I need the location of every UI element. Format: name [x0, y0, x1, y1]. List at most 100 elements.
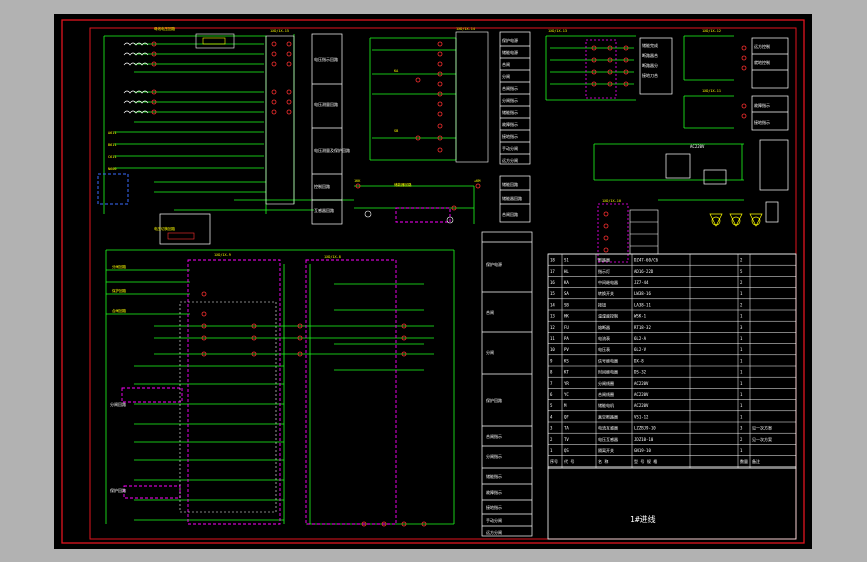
svg-text:接地指示: 接地指示 — [754, 119, 770, 125]
bom-header-qty: 数量 — [740, 458, 748, 464]
bom-cell-qty: 3 — [740, 426, 743, 431]
bom-cell-name: 熔断器 — [598, 324, 610, 330]
title-block-name: 1#进线 — [630, 514, 656, 524]
protection-side-labels: 分闸回路 保护回路 — [110, 401, 126, 493]
svg-text:1XD/1X-13: 1XD/1X-13 — [548, 29, 567, 33]
control-circuit-terminals — [355, 41, 481, 211]
bom-cell-name: 真空断路器 — [598, 413, 618, 419]
svg-text:保护回路: 保护回路 — [110, 487, 126, 493]
control-terminal-strip — [364, 31, 489, 224]
protection-white-dashed — [179, 301, 277, 513]
bom-header-model: 型 号 规 格 — [634, 458, 657, 464]
left-label-column — [311, 33, 343, 225]
svg-text:保护电源: 保护电源 — [486, 261, 502, 267]
bom-cell-name: 温湿度控制 — [598, 313, 618, 319]
svg-text:母线电压回路: 母线电压回路 — [154, 26, 175, 31]
bom-cell-no: 13 — [550, 314, 555, 319]
svg-text:1XD/1X-15: 1XD/1X-15 — [270, 29, 289, 33]
protection-dashed-frames — [121, 259, 397, 525]
bom-cell-no: 4 — [550, 414, 553, 419]
bom-cell-model: VS1-12 — [634, 414, 649, 419]
signal-tiny-labels: 1XD/1X-13 1XD/1X-12 1XD/1X-11 — [548, 29, 721, 93]
bom-cell-model: RT18-32 — [634, 325, 651, 330]
svg-text:手动分闸: 手动分闸 — [486, 517, 502, 523]
bom-cell-no: 1 — [550, 448, 553, 453]
bom-cell-no: 7 — [550, 381, 553, 386]
bom-cell-name: 分闸线圈 — [598, 380, 614, 386]
bom-cell-name: 断路器 — [598, 257, 610, 263]
bom-cell-name: 指示灯 — [598, 268, 610, 274]
bom-cell-no: 2 — [550, 437, 553, 442]
svg-text:保护电源: 保护电源 — [502, 37, 518, 43]
bom-cell-qty: 1 — [740, 358, 743, 363]
bom-cell-code: KA — [564, 280, 569, 285]
svg-text:保护回路: 保护回路 — [112, 288, 126, 293]
bom-cell-code: FU — [564, 325, 569, 330]
bom-cell-name: 合闸线圈 — [598, 391, 614, 397]
bom-cell-qty: 5 — [740, 269, 743, 274]
bom-cell-code: KT — [564, 370, 569, 375]
bom-cell-model: JDZ10-10 — [634, 437, 654, 442]
bom-cell-note: 见一次方案 — [752, 436, 772, 442]
bom-cell-code: HK — [564, 314, 569, 319]
svg-text:1KK: 1KK — [354, 179, 361, 183]
bom-cell-model: AD16-22D — [634, 269, 654, 274]
bom-cell-model: GN19-10 — [634, 448, 651, 453]
bom-cell-no: 9 — [550, 358, 553, 363]
bom-cell-model: LZZBJ9-10 — [634, 426, 656, 431]
signal-circuit — [545, 35, 744, 201]
svg-text:合闸: 合闸 — [486, 309, 494, 315]
bom-cell-name: 信号继电器 — [598, 357, 618, 363]
bom-cell-model: AC220V — [634, 403, 649, 408]
svg-text:储能指示: 储能指示 — [502, 109, 518, 115]
label-transformer-loop: 互感器回路 — [314, 207, 334, 213]
bom-cell-no: 16 — [550, 280, 555, 285]
bom-cell-qty: 1 — [740, 314, 743, 319]
bom-cell-name: 隔离开关 — [598, 447, 614, 453]
svg-text:储能器回路: 储能器回路 — [394, 182, 412, 187]
voltage-circuit-coils — [123, 42, 149, 114]
svg-text:合闸回路: 合闸回路 — [112, 308, 126, 313]
lamp-indicators — [709, 201, 779, 227]
bom-header-name: 名 称 — [598, 458, 608, 464]
bom-cell-qty: 1 — [740, 403, 743, 408]
label-voltage-indication: 电压指示回路 — [314, 56, 338, 62]
svg-text:合闸回路: 合闸回路 — [502, 211, 518, 217]
bom-cell-qty: 1 — [740, 392, 743, 397]
bom-cell-model: LA38-11 — [634, 302, 651, 307]
bom-cell-code: TV — [564, 437, 569, 442]
bom-cell-no: 8 — [550, 370, 553, 375]
svg-text:储能指示: 储能指示 — [486, 473, 502, 479]
bottom-label-texts: 保护电源 合闸 分闸 保护回路 合闸指示 分闸指示 储能指示 故障指示 接地指示… — [486, 261, 502, 535]
bom-header-no: 序号 — [550, 458, 558, 464]
bom-cell-code: HL — [564, 269, 569, 274]
svg-text:断路器合: 断路器合 — [642, 52, 658, 58]
signal-terminals — [591, 45, 747, 119]
svg-text:远方分闸: 远方分闸 — [502, 157, 518, 163]
svg-text:分闸回路: 分闸回路 — [112, 264, 126, 269]
svg-text:1XD/1X-9: 1XD/1X-9 — [214, 253, 231, 257]
mid-label-column — [499, 31, 531, 223]
bom-cell-no: 14 — [550, 302, 555, 307]
bom-cell-model: AC220V — [634, 392, 649, 397]
bom-cell-qty: 1 — [740, 414, 743, 419]
bom-cell-no: 3 — [550, 426, 553, 431]
svg-text:远方分闸: 远方分闸 — [486, 529, 502, 535]
bom-cell-code: QF — [564, 414, 569, 419]
bom-cell-model: DZ47-60/C6 — [634, 258, 659, 263]
svg-text:故障指示: 故障指示 — [502, 121, 518, 127]
voltage-circuit-terminals — [151, 41, 292, 115]
bom-cell-code: QS — [564, 448, 569, 453]
signal-label-column — [639, 37, 789, 191]
svg-text:储能器回路: 储能器回路 — [502, 195, 522, 201]
svg-text:分闸指示: 分闸指示 — [486, 453, 502, 459]
bom-header-note: 备注 — [752, 458, 760, 464]
voltage-terminal-strip — [97, 33, 295, 245]
svg-text:合闸指示: 合闸指示 — [486, 433, 502, 439]
signal-label-texts: 储能完成 断路器合 断路器分 接地刀合 远方控制 就地控制 故障指示 接地指示 … — [642, 42, 770, 149]
bom-cell-name: 转换开关 — [598, 290, 614, 296]
bom-cell-name: 储能电机 — [598, 402, 614, 408]
svg-text:1XD/1X-14: 1XD/1X-14 — [456, 27, 475, 31]
